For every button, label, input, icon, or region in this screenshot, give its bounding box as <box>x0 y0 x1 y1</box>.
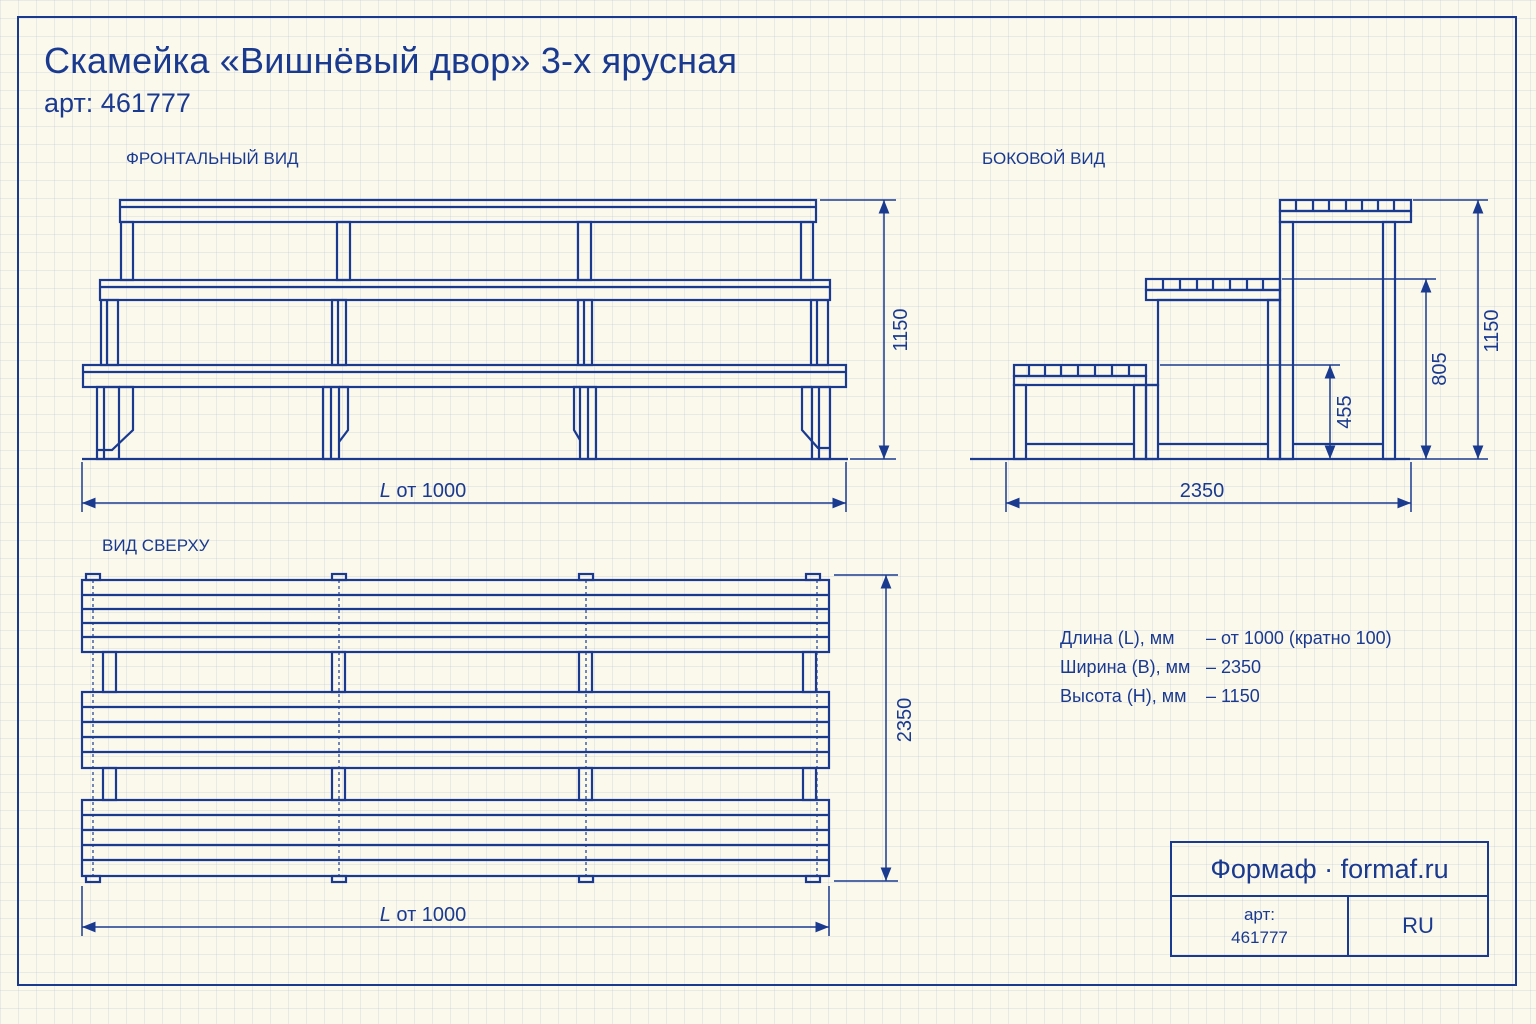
front-length-symbol: L <box>380 480 391 502</box>
side-h805-label: 805 <box>1429 352 1451 385</box>
top-length-label: L от 1000 <box>380 904 467 926</box>
side-length-label: 2350 <box>1180 480 1225 502</box>
spec-value: – 1150 <box>1206 686 1260 706</box>
article-number: арт: 461777 <box>44 88 191 118</box>
front-view-drawing <box>81 198 848 461</box>
title-block-language: RU <box>1402 913 1434 938</box>
page-title: Скамейка «Вишнёвый двор» 3-х ярусная <box>44 40 738 81</box>
title-block-article: арт: 461777 <box>1172 897 1349 955</box>
title-block: Формаф · formaf.ru арт: 461777 RU <box>1170 841 1489 957</box>
top-view-label: ВИД СВЕРХУ <box>102 536 210 555</box>
front-length-value: от 1000 <box>391 480 466 502</box>
front-view-label: ФРОНТАЛЬНЫЙ ВИД <box>126 149 299 168</box>
spec-row: Ширина (B), мм – 2350 <box>1060 653 1392 682</box>
front-length-label: L от 1000 <box>380 480 467 502</box>
side-h1150-label: 1150 <box>1481 309 1503 352</box>
title-block-article-value: 461777 <box>1231 928 1288 947</box>
title-block-brand: Формаф · formaf.ru <box>1172 843 1487 897</box>
top-length-symbol: L <box>380 904 391 926</box>
front-height-label: 1150 <box>890 308 912 351</box>
spec-row: Длина (L), мм – от 1000 (кратно 100) <box>1060 624 1392 653</box>
top-view-drawing <box>80 572 831 884</box>
front-view-dimensions <box>81 199 896 512</box>
spec-label: Высота (H), мм <box>1060 686 1187 706</box>
side-view-dimensions <box>1005 199 1488 512</box>
top-view-hidden-lines <box>92 580 818 876</box>
spec-value: – 2350 <box>1206 657 1262 677</box>
drawing-frame <box>17 16 1517 986</box>
top-width-label: 2350 <box>894 698 916 743</box>
title-block-article-label: арт: <box>1243 905 1276 924</box>
spec-label: Ширина (B), мм <box>1060 657 1191 677</box>
spec-row: Высота (H), мм – 1150 <box>1060 682 1392 711</box>
top-length-value: от 1000 <box>391 904 466 926</box>
specifications-list: Длина (L), мм – от 1000 (кратно 100) Шир… <box>1060 624 1392 711</box>
spec-label: Длина (L), мм <box>1060 628 1175 648</box>
side-h455-label: 455 <box>1334 395 1356 428</box>
spec-value: – от 1000 (кратно 100) <box>1206 628 1392 648</box>
side-view-drawing <box>970 198 1413 461</box>
top-view-dimensions <box>81 574 898 936</box>
side-view-label: БОКОВОЙ ВИД <box>982 149 1106 168</box>
